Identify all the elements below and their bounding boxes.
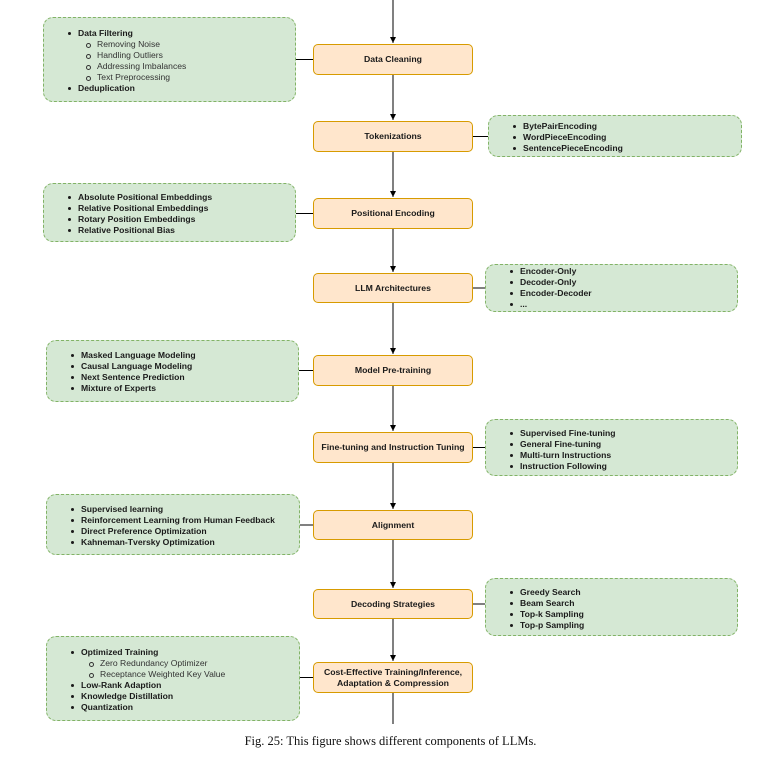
bullet-item: Relative Positional Bias — [66, 225, 295, 236]
sub-bullet-item: Text Preprocessing — [66, 72, 295, 83]
bullet-item: ... — [508, 299, 737, 310]
bullet-item: Supervised Fine-tuning — [508, 428, 737, 439]
sub-bullet-item: Removing Noise — [66, 39, 295, 50]
bullet-item: Next Sentence Prediction — [69, 372, 298, 383]
bullet-item: Multi-turn Instructions — [508, 450, 737, 461]
sub-bullet-item: Addressing Imbalances — [66, 61, 295, 72]
bullet-item: General Fine-tuning — [508, 439, 737, 450]
stage-box: Positional Encoding — [313, 198, 473, 229]
stage-label: LLM Architectures — [355, 282, 431, 293]
bullet-item: Kahneman-Tversky Optimization — [69, 537, 299, 548]
bullet-item: Encoder-Only — [508, 266, 737, 277]
stage-label: Fine-tuning and Instruction Tuning — [321, 442, 465, 453]
bullet-item: Low-Rank Adaption — [69, 680, 299, 691]
bullet-item: Rotary Position Embeddings — [66, 214, 295, 225]
bullet-item: Deduplication — [66, 83, 295, 94]
stage-box: Tokenizations — [313, 121, 473, 152]
stage-label: Cost-Effective Training/Inference, Adapt… — [323, 666, 463, 688]
stage-box: LLM Architectures — [313, 273, 473, 303]
stage-box: Fine-tuning and Instruction Tuning — [313, 432, 473, 463]
bullet-item: Direct Preference Optimization — [69, 526, 299, 537]
bullet-item: Relative Positional Embeddings — [66, 203, 295, 214]
bullet-item: Optimized Training — [69, 647, 299, 658]
bullet-item: Greedy Search — [508, 587, 737, 598]
stage-box: Alignment — [313, 510, 473, 540]
sub-bullet-item: Zero Redundancy Optimizer — [69, 658, 299, 669]
stage-label: Data Cleaning — [364, 54, 422, 65]
bullet-item: Beam Search — [508, 598, 737, 609]
bullet-item: Mixture of Experts — [69, 383, 298, 394]
bullet-item: Data Filtering — [66, 28, 295, 39]
bullet-item: SentencePieceEncoding — [511, 143, 741, 154]
bullet-item: Knowledge Distillation — [69, 691, 299, 702]
figure-caption: Fig. 25: This figure shows different com… — [244, 734, 537, 748]
stage-label: Positional Encoding — [351, 208, 435, 219]
stage-label: Model Pre-training — [354, 365, 432, 376]
stage-label: Tokenizations — [364, 131, 422, 142]
stage-box: Cost-Effective Training/Inference, Adapt… — [313, 662, 473, 693]
sub-bullet-item: Handling Outliers — [66, 50, 295, 61]
stage-box: Model Pre-training — [313, 355, 473, 386]
bullet-item: Reinforcement Learning from Human Feedba… — [69, 515, 299, 526]
bullet-item: Instruction Following — [508, 461, 737, 472]
bullet-item: BytePairEncoding — [511, 121, 741, 132]
bullet-item: Top-p Sampling — [508, 620, 737, 631]
bullet-item: Causal Language Modeling — [69, 361, 298, 372]
stage-box: Data Cleaning — [313, 44, 473, 75]
stage-label: Decoding Strategies — [351, 598, 435, 609]
bullet-item: Decoder-Only — [508, 277, 737, 288]
stage-box: Decoding Strategies — [313, 589, 473, 619]
bullet-item: Absolute Positional Embeddings — [66, 192, 295, 203]
bullet-item: Supervised learning — [69, 504, 299, 515]
bullet-item: Top-k Sampling — [508, 609, 737, 620]
bullet-item: Encoder-Decoder — [508, 288, 737, 299]
bullet-item: Masked Language Modeling — [69, 350, 298, 361]
stage-label: Alignment — [371, 519, 415, 530]
sub-bullet-item: Receptance Weighted Key Value — [69, 669, 299, 680]
bullet-item: WordPieceEncoding — [511, 132, 741, 143]
bullet-item: Quantization — [69, 702, 299, 713]
